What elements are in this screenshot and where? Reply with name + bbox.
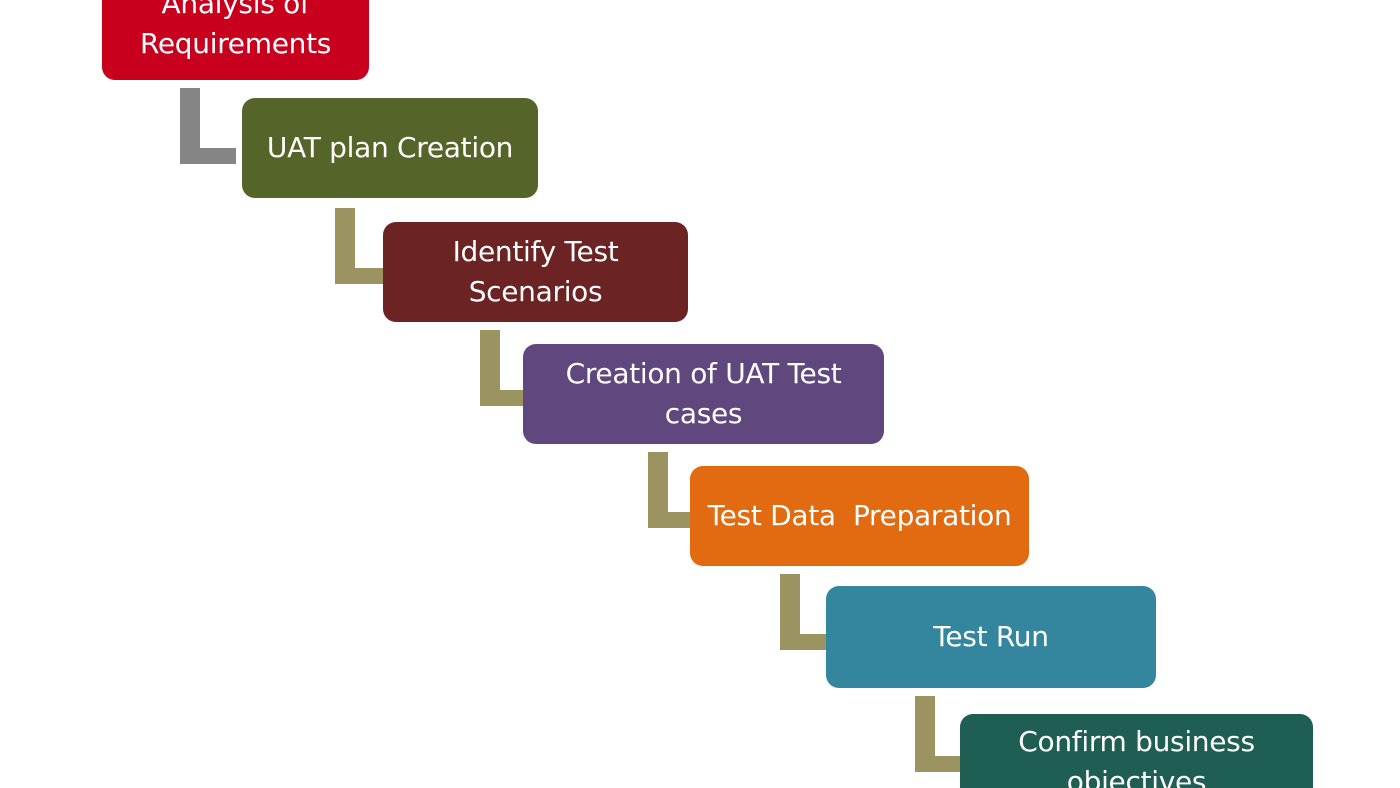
- step-label: Confirm business objectives: [1018, 725, 1255, 788]
- connector-vertical: [780, 574, 800, 650]
- connector-vertical: [648, 452, 668, 528]
- connector-horizontal: [915, 756, 971, 772]
- step-creation-of-uat-test-cases: Creation of UAT Test cases: [523, 344, 884, 444]
- connector-horizontal: [780, 634, 836, 650]
- step-label: Analysis of Requirements: [139, 0, 332, 60]
- step-label: Identify Test Scenarios: [452, 235, 619, 308]
- step-identify-test-scenarios: Identify Test Scenarios: [383, 222, 688, 322]
- connector-1: [180, 88, 236, 164]
- step-label: UAT plan Creation: [266, 131, 514, 164]
- connector-vertical: [915, 696, 935, 772]
- step-label: Creation of UAT Test cases: [565, 357, 842, 430]
- step-label: Test Data Preparation: [707, 499, 1012, 532]
- connector-horizontal: [335, 268, 391, 284]
- step-test-data-preparation: Test Data Preparation: [690, 466, 1029, 566]
- connector-5: [780, 574, 836, 650]
- connector-6: [915, 696, 971, 772]
- step-label: Test Run: [933, 620, 1049, 653]
- connector-vertical: [335, 208, 355, 284]
- connector-horizontal: [180, 148, 236, 164]
- connector-2: [335, 208, 391, 284]
- connector-horizontal: [480, 390, 536, 406]
- step-test-run: Test Run: [826, 586, 1156, 688]
- step-confirm-business-objectives: Confirm business objectives: [960, 714, 1313, 788]
- connector-3: [480, 330, 536, 406]
- step-uat-plan-creation: UAT plan Creation: [242, 98, 538, 198]
- step-analysis-of-requirements: Analysis of Requirements: [102, 0, 369, 80]
- connector-vertical: [180, 88, 200, 164]
- connector-vertical: [480, 330, 500, 406]
